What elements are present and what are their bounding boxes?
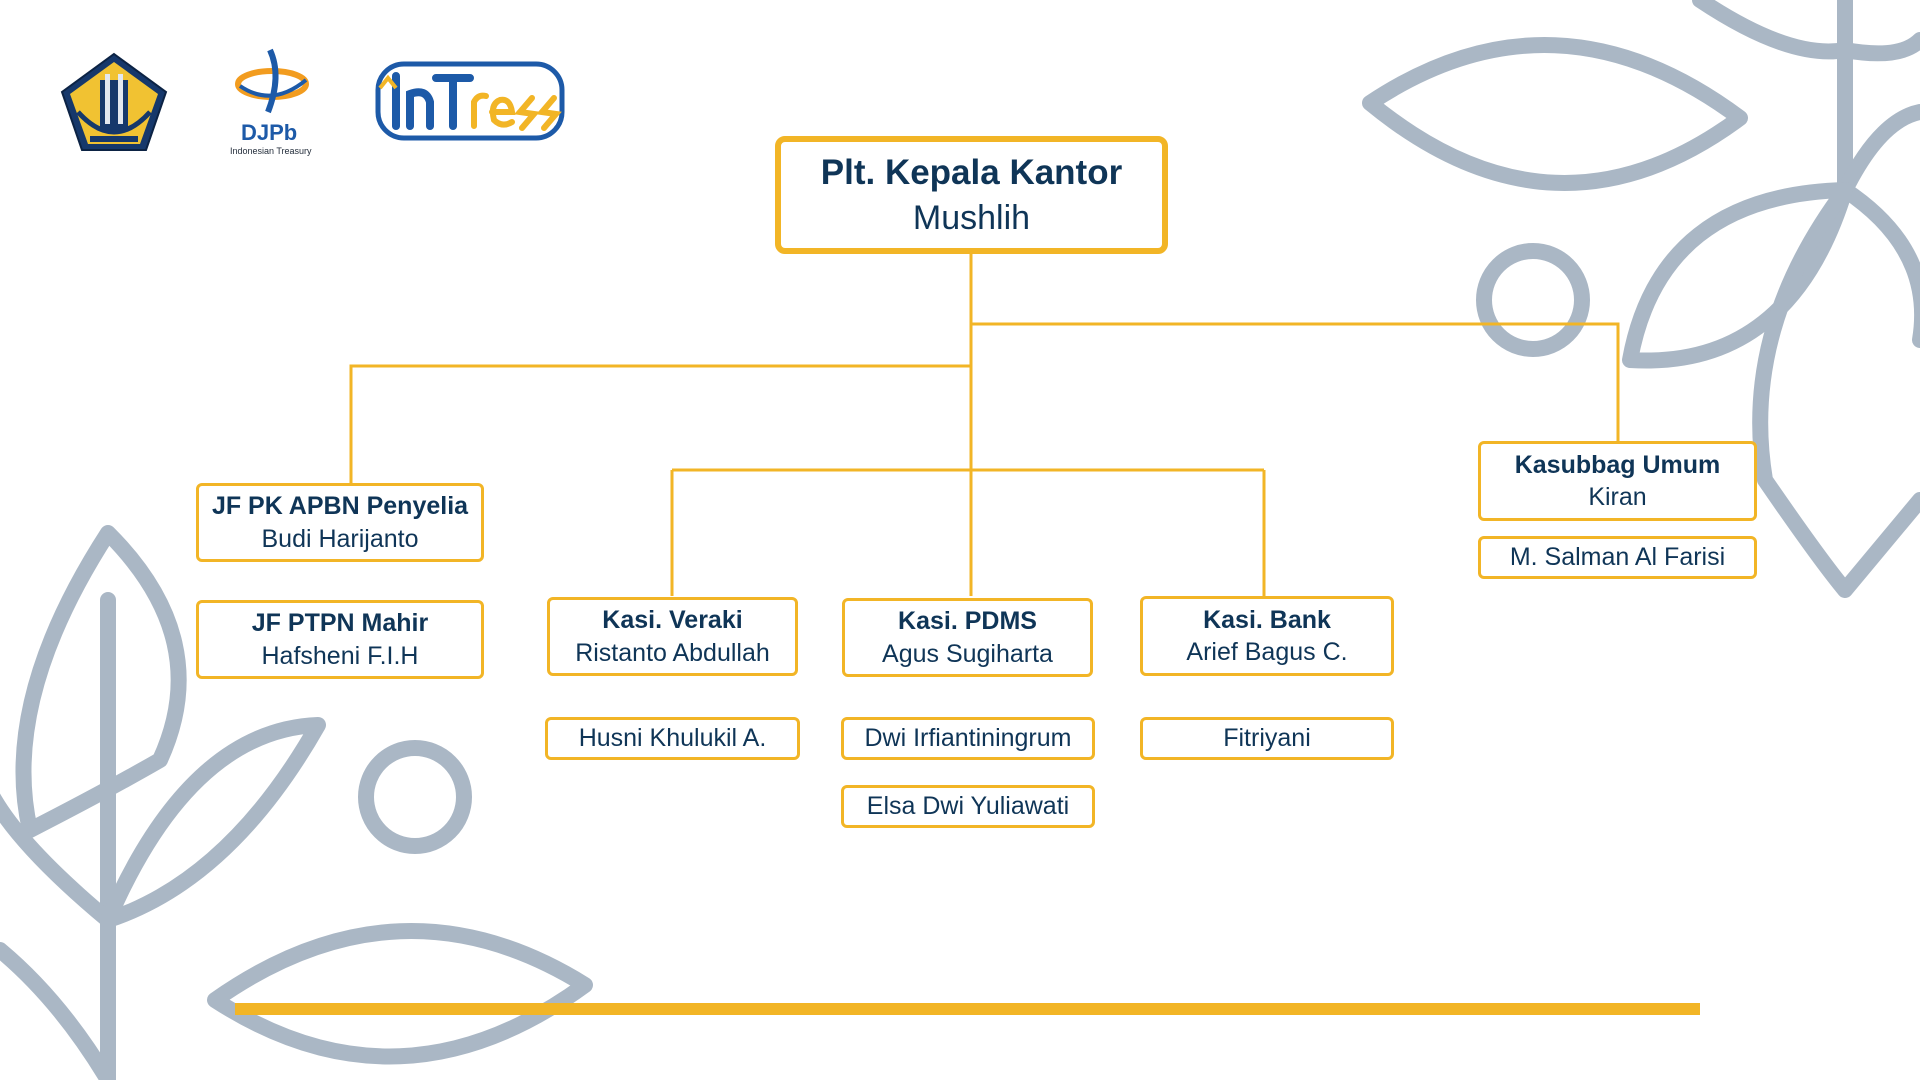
- connector-umum-branch: [971, 322, 1620, 443]
- node-kasi-pdms: Kasi. PDMS Agus Sugiharta: [842, 598, 1093, 677]
- node-name: Kiran: [1588, 483, 1647, 511]
- node-name: Mushlih: [912, 198, 1031, 237]
- node-kepala-kantor: Plt. Kepala Kantor Mushlih: [775, 136, 1168, 254]
- node-title: Kasi. Bank: [1203, 605, 1331, 634]
- decor-ring: [358, 740, 472, 854]
- decor-leaf: [0, 793, 116, 928]
- djpb-tagline: Indonesian Treasury: [230, 146, 312, 156]
- node-jf-ptpn: JF PTPN Mahir Hafsheni F.I.H: [196, 600, 484, 679]
- node-staff: Elsa Dwi Yuliawati: [841, 785, 1095, 828]
- decor-leaf: [1752, 182, 1920, 598]
- staff-name: M. Salman Al Farisi: [1509, 543, 1726, 572]
- decor-leaf: [100, 717, 326, 928]
- node-staff: M. Salman Al Farisi: [1478, 536, 1757, 579]
- decor-leaf: [15, 525, 187, 838]
- node-staff: Husni Khulukil A.: [545, 717, 800, 760]
- decor-leaf: [1622, 182, 1853, 369]
- node-title: Plt. Kepala Kantor: [820, 153, 1123, 193]
- node-name: Ristanto Abdullah: [575, 638, 770, 667]
- intress-logo-icon: [375, 61, 565, 141]
- connector-jf-branch: [349, 364, 971, 484]
- node-name: Budi Harijanto: [261, 524, 419, 553]
- staff-name: Husni Khulukil A.: [578, 724, 767, 753]
- decor-leaf: [1362, 37, 1748, 191]
- djpb-wordmark: DJPb: [241, 120, 298, 145]
- decor-leaf: [1837, 104, 1920, 198]
- node-title: JF PK APBN Penyelia: [211, 492, 469, 520]
- decor-ring: [1476, 243, 1590, 357]
- decor-leaf: [1837, 182, 1920, 348]
- node-name: Arief Bagus C.: [1186, 638, 1348, 666]
- staff-name: Elsa Dwi Yuliawati: [866, 792, 1070, 821]
- node-kasubbag-umum: Kasubbag Umum Kiran: [1478, 441, 1757, 521]
- node-name: Agus Sugiharta: [882, 639, 1053, 668]
- node-jf-pk-apbn: JF PK APBN Penyelia Budi Harijanto: [196, 483, 484, 562]
- staff-name: Dwi Irfiantiningrum: [864, 724, 1072, 753]
- kemenkeu-emblem-icon: [60, 52, 168, 151]
- node-staff: Fitriyani: [1140, 717, 1394, 760]
- decor-leaf: [0, 942, 116, 1080]
- node-title: Kasi. PDMS: [898, 607, 1037, 635]
- bottom-accent-bar: [235, 1003, 1700, 1015]
- node-kasi-veraki: Kasi. Veraki Ristanto Abdullah: [547, 597, 798, 676]
- staff-name: Fitriyani: [1223, 724, 1311, 753]
- decor-leaf: [207, 923, 593, 1065]
- node-kasi-bank: Kasi. Bank Arief Bagus C.: [1140, 596, 1394, 676]
- decor-leaf: [1692, 0, 1920, 62]
- node-name: Hafsheni F.I.H: [261, 641, 419, 670]
- node-title: Kasubbag Umum: [1514, 450, 1721, 479]
- node-title: Kasi. Veraki: [602, 606, 743, 634]
- djpb-logo-icon: [235, 48, 309, 114]
- node-title: JF PTPN Mahir: [251, 609, 429, 637]
- node-staff: Dwi Irfiantiningrum: [841, 717, 1095, 760]
